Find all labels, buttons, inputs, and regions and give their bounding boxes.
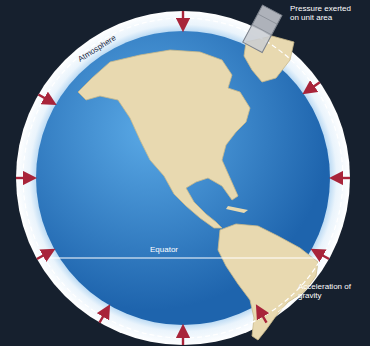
atmosphere-boundary bbox=[23, 18, 343, 338]
gravity-label: Acceleration of gravity bbox=[298, 282, 360, 300]
gravity-arrow bbox=[182, 331, 184, 345]
gravity-arrow bbox=[336, 177, 350, 179]
island bbox=[226, 206, 248, 213]
gravity-arrow bbox=[37, 252, 49, 259]
equator-label: Equator bbox=[150, 245, 210, 254]
north-america bbox=[78, 50, 250, 228]
gravity-arrow bbox=[38, 95, 50, 102]
gravity-arrow bbox=[260, 311, 267, 323]
equator-line bbox=[37, 257, 329, 258]
pressure-label: Pressure exerted on unit area bbox=[290, 4, 352, 22]
gravity-arrow bbox=[100, 311, 107, 323]
gravity-arrow bbox=[16, 177, 30, 179]
leader-line bbox=[278, 298, 296, 312]
gravity-arrow bbox=[317, 252, 329, 259]
pressure-column bbox=[243, 5, 282, 52]
gravity-arrow bbox=[182, 11, 184, 25]
gravity-arrow bbox=[308, 82, 320, 90]
